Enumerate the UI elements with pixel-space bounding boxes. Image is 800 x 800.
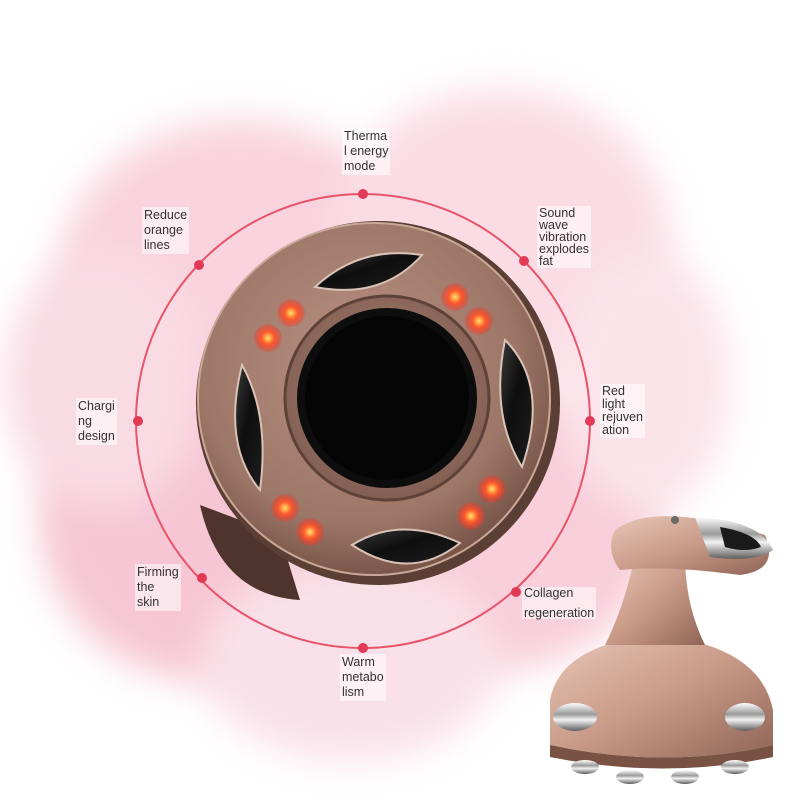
ring-dot <box>511 587 521 597</box>
ring-dot <box>358 189 368 199</box>
ring-dot <box>585 416 595 426</box>
feature-label-thermal: Therma l energy mode <box>342 128 391 175</box>
feature-label-reduce: Reduce orange lines <box>142 207 190 254</box>
device-face-image <box>196 221 560 600</box>
feature-label-firming: Firming the skin <box>135 564 181 611</box>
ring-dot <box>519 256 529 266</box>
device-side-view-image <box>550 516 773 784</box>
ring-dot <box>358 643 368 653</box>
feature-label-red-light: Red light rejuven ation <box>600 384 645 438</box>
feature-label-collagen: Collagen regeneration <box>522 586 597 620</box>
ring-dot <box>133 416 143 426</box>
ring-dot <box>194 260 204 270</box>
feature-label-sound: Sound wave vibration explodes fat <box>537 206 592 268</box>
ring-dot <box>197 573 207 583</box>
feature-label-warm: Warm metabo lism <box>340 654 386 701</box>
feature-label-charging: Chargi ng design <box>76 398 117 445</box>
